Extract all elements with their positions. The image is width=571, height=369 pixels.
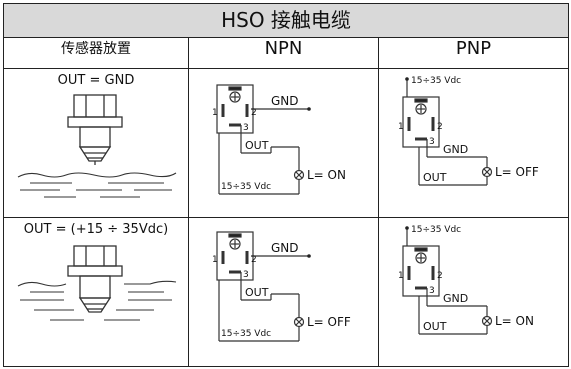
header-pnp: PNP: [377, 36, 570, 69]
gnd-label: GND: [443, 292, 468, 305]
pin3-label: 3: [429, 286, 435, 296]
sensor-in-liquid-illustration: [17, 245, 177, 321]
pnp-cell-2: 15÷35 Vdc 1 2 3 GND OUT L= ON: [377, 216, 570, 368]
out-label: OUT: [245, 286, 269, 299]
pin1-label: 1: [212, 108, 218, 118]
pnp-wiring-diagram: 15÷35 Vdc 1 2 3 GND OUT L= OFF: [398, 76, 539, 186]
supply-label: 15÷35 Vdc: [221, 182, 271, 192]
npn-cell-2: 1 2 3 GND OUT 15÷35 Vdc L= OFF: [188, 216, 379, 368]
pin2-label: 2: [251, 108, 257, 118]
load-label: L= ON: [307, 168, 346, 182]
gnd-label: GND: [271, 94, 299, 108]
pin3-label: 3: [243, 270, 249, 280]
placement-label: OUT = GND: [57, 72, 135, 88]
out-label: OUT: [245, 139, 269, 152]
table-title: HSO 接触电缆: [2, 3, 570, 38]
header-npn: NPN: [188, 36, 379, 69]
npn-wiring-diagram: 1 2 3 GND OUT 15÷35 Vdc L= ON: [212, 83, 346, 195]
pin2-label: 2: [251, 255, 257, 265]
pin1-label: 1: [398, 122, 404, 132]
load-label: L= OFF: [307, 315, 351, 329]
supply-label: 15÷35 Vdc: [411, 225, 461, 235]
pin3-label: 3: [429, 137, 435, 147]
pnp-cell-1: 15÷35 Vdc 1 2 3 GND OUT L= OFF: [377, 67, 570, 218]
supply-label: 15÷35 Vdc: [411, 76, 461, 86]
out-label: OUT: [423, 320, 447, 333]
pin3-label: 3: [243, 123, 249, 133]
pin1-label: 1: [212, 255, 218, 265]
wiring-table: HSO 接触电缆 传感器放置 NPN PNP OUT = GND: [2, 3, 570, 368]
placement-cell-1: OUT = GND: [3, 67, 189, 218]
npn-cell-1: 1 2 3 GND OUT 15÷35 Vdc L= ON: [188, 67, 379, 218]
placement-cell-2: OUT = (+15 ÷ 35Vdc): [3, 216, 189, 368]
pin1-label: 1: [398, 271, 404, 281]
placement-label: OUT = (+15 ÷ 35Vdc): [23, 221, 169, 237]
out-label: OUT: [423, 171, 447, 184]
load-label: L= OFF: [495, 165, 539, 179]
pnp-wiring-diagram: 15÷35 Vdc 1 2 3 GND OUT L= ON: [398, 225, 534, 335]
load-label: L= ON: [495, 314, 534, 328]
supply-label: 15÷35 Vdc: [221, 329, 271, 339]
pin2-label: 2: [437, 271, 443, 281]
gnd-label: GND: [271, 241, 299, 255]
header-placement: 传感器放置: [3, 36, 189, 69]
gnd-label: GND: [443, 143, 468, 156]
sensor-out-of-liquid-illustration: [17, 93, 177, 198]
pin2-label: 2: [437, 122, 443, 132]
npn-wiring-diagram: 1 2 3 GND OUT 15÷35 Vdc L= OFF: [212, 231, 351, 342]
